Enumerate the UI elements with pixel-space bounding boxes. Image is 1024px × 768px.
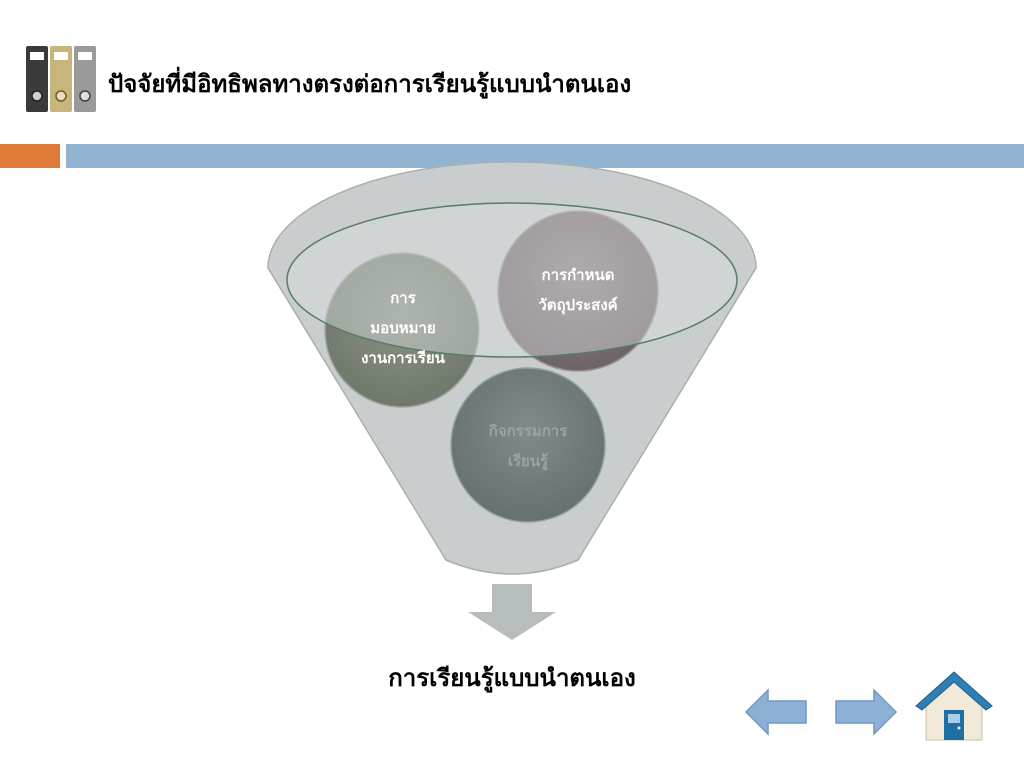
binders-icon — [26, 46, 96, 112]
result-text: การเรียนรู้แบบนำตนเอง — [388, 663, 636, 692]
circle-item-3 — [450, 367, 606, 523]
accent-bar-orange — [0, 144, 60, 168]
slide-title: ปัจจัยที่มีอิทธิพลทางตรงต่อการเรียนรู้แบ… — [108, 69, 632, 98]
circle-item-1 — [324, 252, 480, 408]
home-icon[interactable] — [912, 668, 996, 744]
circle-item-2 — [497, 210, 659, 372]
down-arrow — [468, 584, 556, 640]
circle-label-2: การกำหนด วัตถุประสงค์ — [538, 266, 618, 314]
circle-label-1: การ มอบหมาย งานการเรียน — [361, 289, 445, 367]
arrow-left-icon[interactable] — [744, 686, 810, 738]
funnel-rim — [286, 202, 738, 358]
circle-label-3: กิจกรรมการ เรียนรู้ — [488, 422, 568, 470]
arrow-right-icon[interactable] — [832, 686, 898, 738]
